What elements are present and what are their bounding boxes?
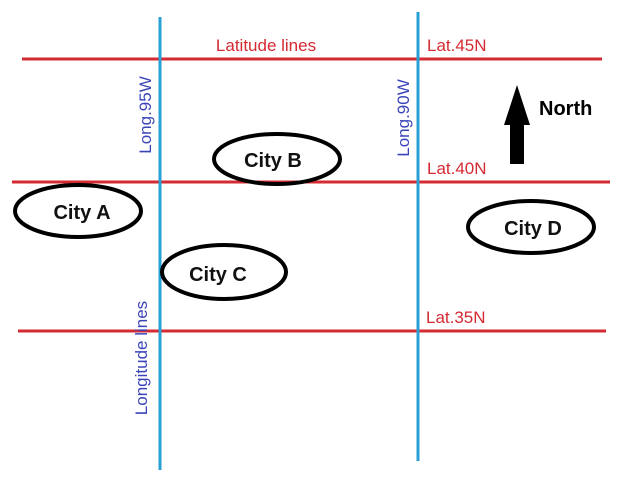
city-c: City C — [160, 243, 288, 301]
longitude-label-95w: Long.95W — [136, 76, 155, 154]
latitude-label-45n: Lat.45N — [427, 36, 487, 55]
city-a: City A — [13, 183, 143, 239]
city-c-label: City C — [189, 264, 247, 286]
city-d-label: City D — [504, 218, 562, 240]
city-c-outline — [160, 243, 288, 301]
longitude-label-90w: Long.90W — [394, 79, 413, 157]
north-arrow-icon — [504, 85, 530, 164]
latitude-label-40n: Lat.40N — [427, 159, 487, 178]
city-b-outline — [212, 132, 342, 186]
latitude-lines-heading: Latitude lines — [216, 36, 316, 55]
city-a-label: City A — [53, 202, 110, 224]
north-label: North — [539, 98, 592, 120]
city-b: City B — [212, 132, 342, 186]
city-d-outline — [466, 199, 596, 255]
latitude-label-35n: Lat.35N — [426, 308, 486, 327]
longitude-lines-heading: Longitude lines — [132, 301, 151, 415]
city-d: City D — [466, 199, 596, 255]
city-a-outline — [13, 183, 143, 239]
city-b-label: City B — [244, 150, 302, 172]
